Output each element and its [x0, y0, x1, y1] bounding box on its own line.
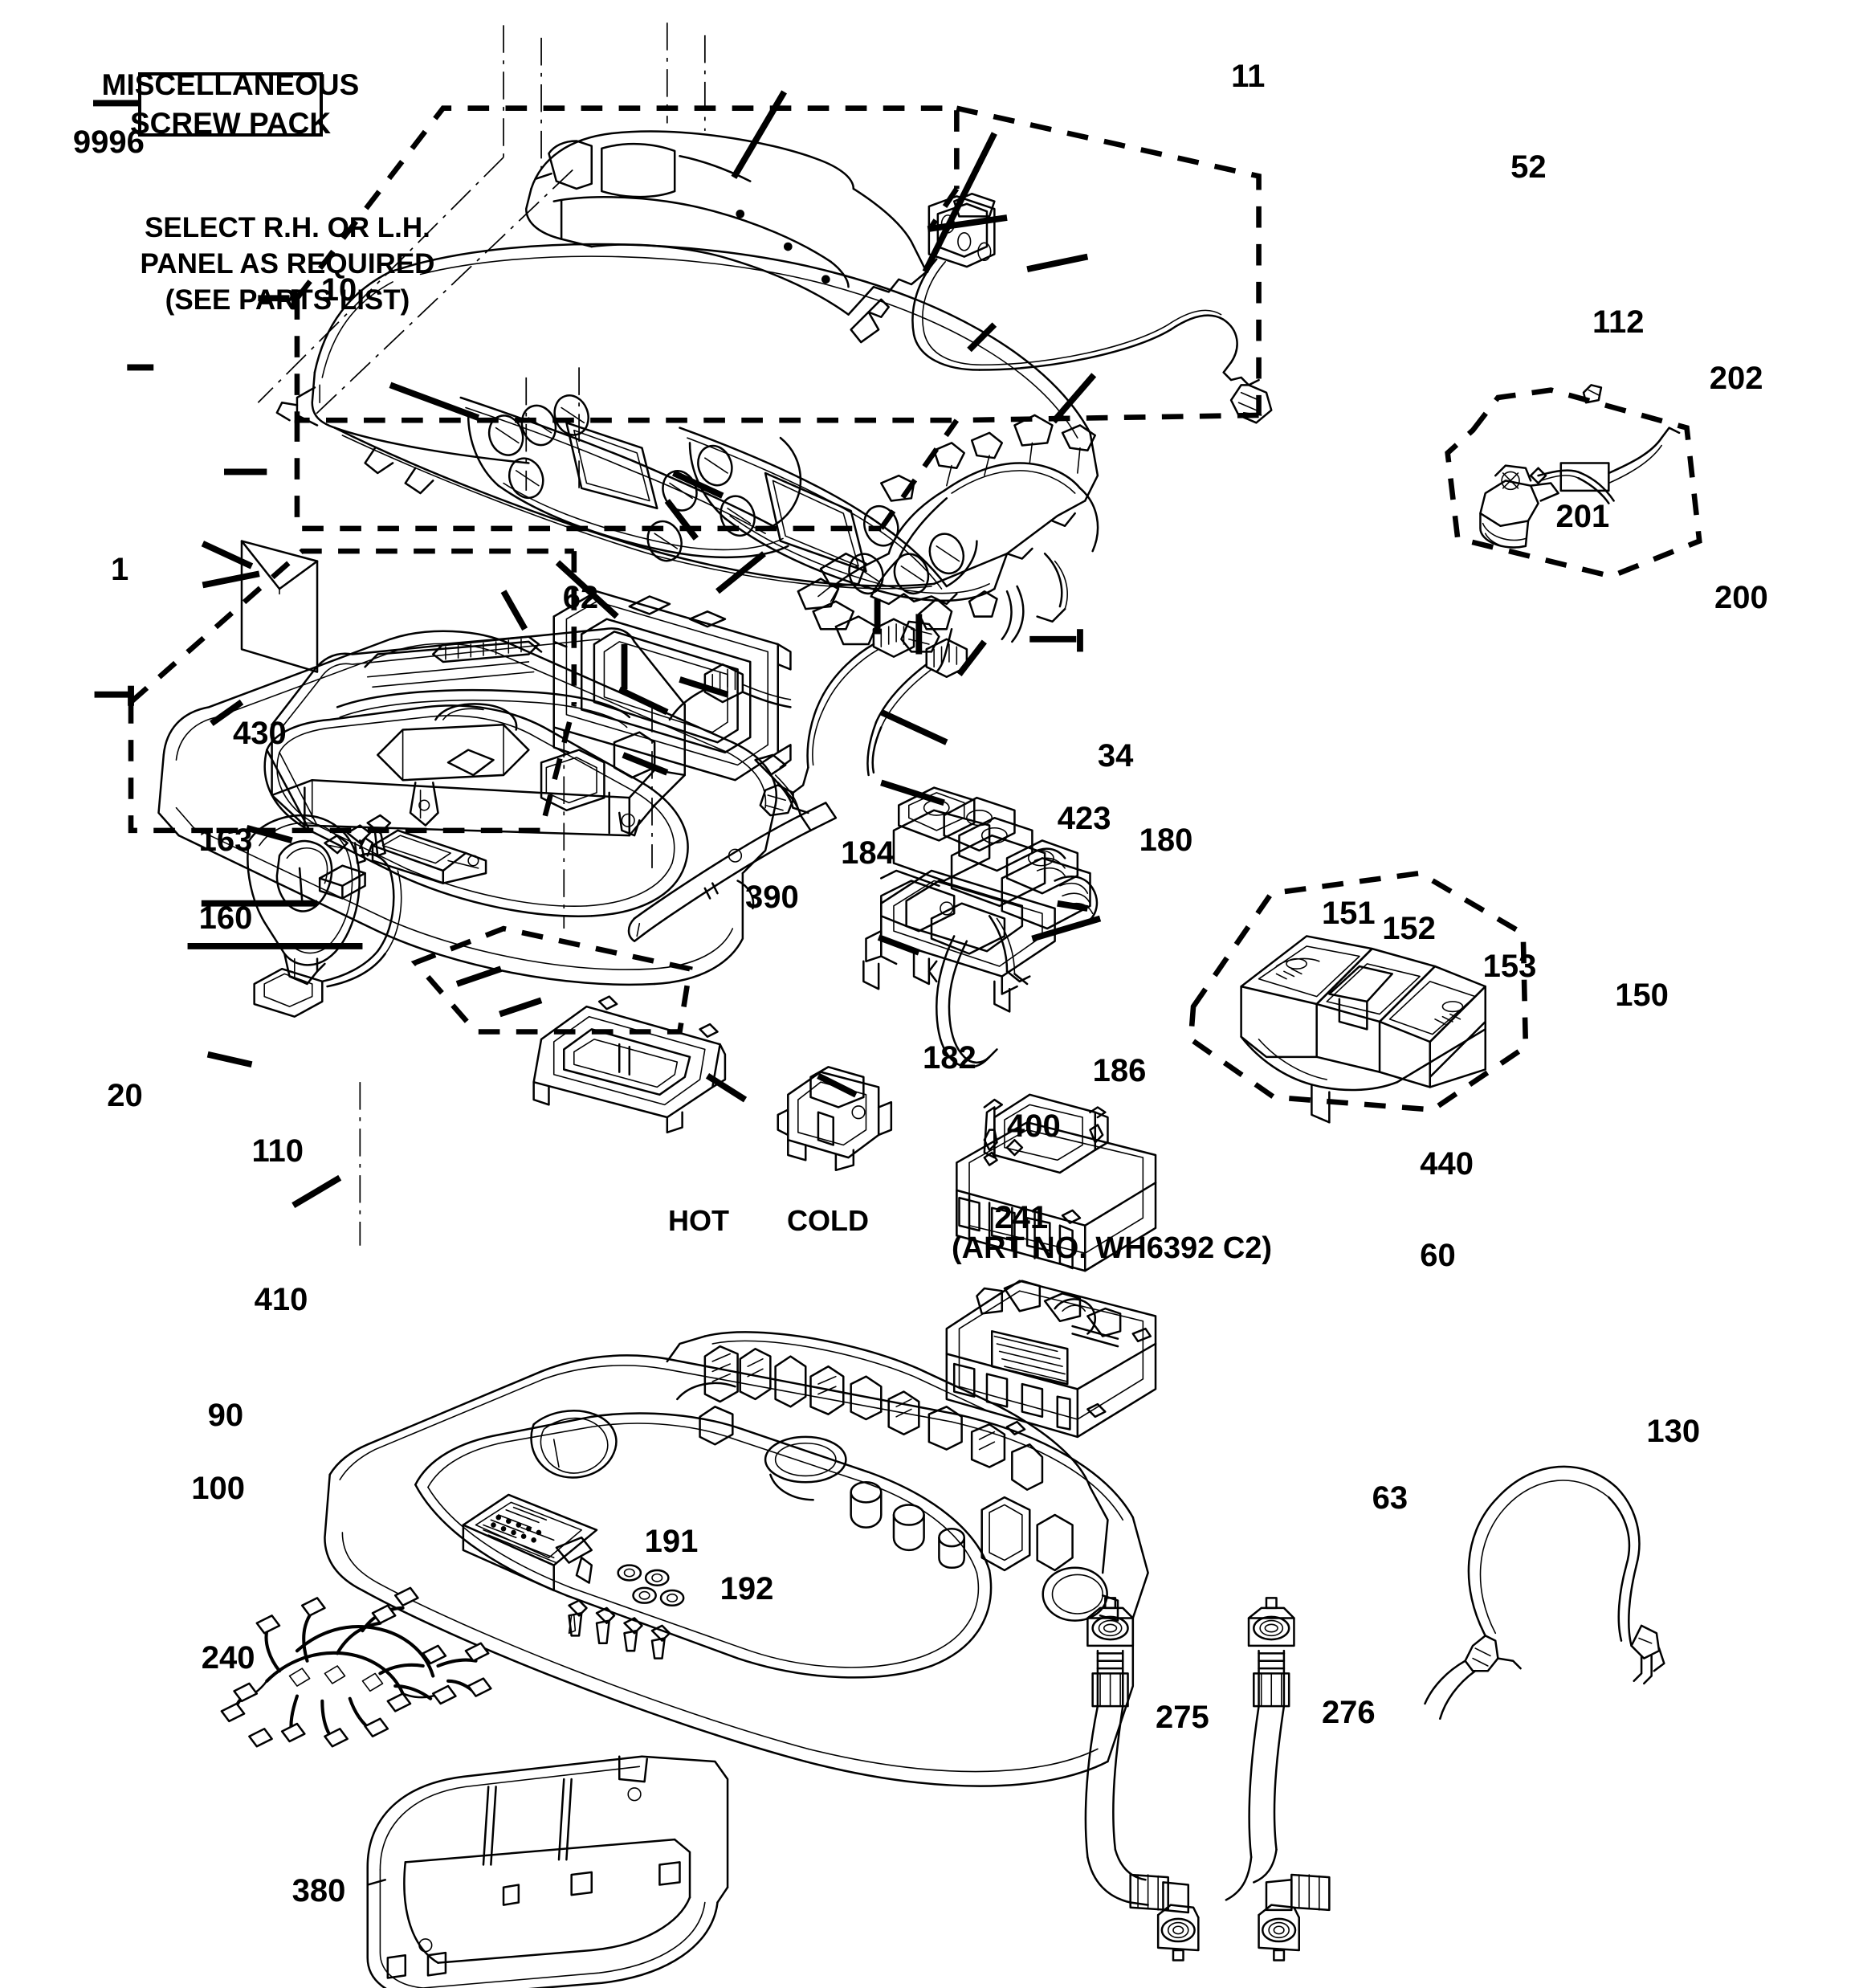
callout-number-423: 423: [1057, 801, 1111, 837]
callout-number-160: 160: [198, 900, 253, 937]
part-180-water-inlet-valve: [862, 786, 1099, 1068]
part-440-60-control-housing: [956, 1093, 1157, 1272]
callout-number-112: 112: [1592, 304, 1645, 340]
part-275-276-fill-hoses: [1084, 1597, 1331, 1961]
callout-number-186: 186: [1092, 1052, 1147, 1088]
part-130-power-cord: [1424, 1465, 1665, 1721]
part-112-wiring-harness: [797, 414, 1099, 673]
hose-hot: [1084, 1597, 1200, 1961]
callout-number-110: 110: [251, 1133, 304, 1169]
alignment-phantom-lines: [257, 22, 706, 1246]
callout-number-184: 184: [841, 835, 895, 871]
part-160-163-hinge-screws: [318, 814, 487, 900]
callout-number-182: 182: [923, 1040, 976, 1076]
part-10-control-console: [275, 243, 1099, 602]
part-400-hinge-bar: [532, 995, 727, 1134]
part-200-pressure-switch-kit: [1479, 384, 1681, 549]
part-110-washer-lid: [157, 630, 777, 986]
callout-number-52: 52: [1510, 149, 1547, 185]
cold-inlet-label: COLD: [787, 1204, 869, 1237]
callout-number-200: 200: [1714, 579, 1768, 615]
dashed-assembly-groups: [128, 105, 1702, 1112]
part-34-423-jumper-harnesses: [668, 618, 968, 817]
part-390-pressure-hose: [627, 802, 838, 942]
callout-number-275: 275: [1156, 1699, 1209, 1735]
callout-number-11: 11: [1231, 59, 1266, 95]
callout-number-20: 20: [107, 1078, 143, 1114]
misc-screw-pack-box: MISCELLANEOUS SCREW PACK: [101, 67, 360, 140]
part-11-console-handle: [524, 130, 927, 344]
callout-number-192: 192: [720, 1571, 774, 1607]
callout-number-100: 100: [191, 1470, 246, 1506]
callout-number-430: 430: [233, 715, 287, 751]
part-63-cover-tray: [945, 1280, 1157, 1439]
callout-number-62: 62: [562, 579, 599, 615]
part-1-owners-manual: [240, 540, 319, 673]
callout-number-10: 10: [320, 272, 357, 308]
callout-number-151: 151: [1321, 895, 1376, 931]
part-241-pump-module: [777, 1066, 893, 1172]
part-240-lower-wire-harness: [220, 1586, 492, 1748]
callout-number-9996: 9996: [72, 124, 145, 160]
callout-number-241: 241: [994, 1199, 1049, 1235]
callout-number-150: 150: [1615, 977, 1669, 1013]
part-52-lid-switch-harness: [911, 192, 1273, 424]
callout-number-240: 240: [201, 1640, 255, 1676]
callout-number-440: 440: [1420, 1145, 1474, 1182]
part-100-washer-top-panel: [324, 1331, 1149, 1787]
callout-number-63: 63: [1372, 1480, 1408, 1517]
callout-number-153: 153: [1482, 948, 1537, 984]
part-410-lid-lock-switch: [247, 814, 402, 1018]
callout-number-34: 34: [1097, 738, 1134, 774]
part-150-dispenser-drawer-assembly: [1240, 935, 1486, 1124]
callout-number-152: 152: [1382, 910, 1436, 946]
part-380-drain-trough: [366, 1755, 729, 1988]
callout-number-276: 276: [1321, 1694, 1376, 1730]
callout-number-60: 60: [1420, 1237, 1456, 1273]
callout-number-90: 90: [207, 1397, 244, 1433]
callout-number-191: 191: [644, 1523, 699, 1559]
callout-number-130: 130: [1646, 1414, 1701, 1450]
panel-selection-note: SELECT R.H. OR L.H. PANEL AS REQUIRED (S…: [140, 212, 435, 316]
callout-number-390: 390: [745, 879, 799, 915]
part-192-screws: [568, 1564, 685, 1659]
art-number-label: (ART NO. WH6392 C2): [952, 1231, 1273, 1265]
part-62-electronic-control-board: [552, 590, 809, 817]
callout-number-202: 202: [1709, 361, 1763, 397]
callout-number-400: 400: [1007, 1108, 1061, 1144]
callout-number-380: 380: [291, 1873, 346, 1909]
callout-number-180: 180: [1139, 823, 1193, 859]
callout-number-163: 163: [198, 823, 253, 859]
callout-number-201: 201: [1555, 499, 1610, 535]
callout-number-1: 1: [110, 552, 129, 588]
callout-number-410: 410: [254, 1281, 308, 1317]
hot-inlet-label: HOT: [668, 1204, 729, 1237]
hose-cold: [1225, 1597, 1331, 1961]
